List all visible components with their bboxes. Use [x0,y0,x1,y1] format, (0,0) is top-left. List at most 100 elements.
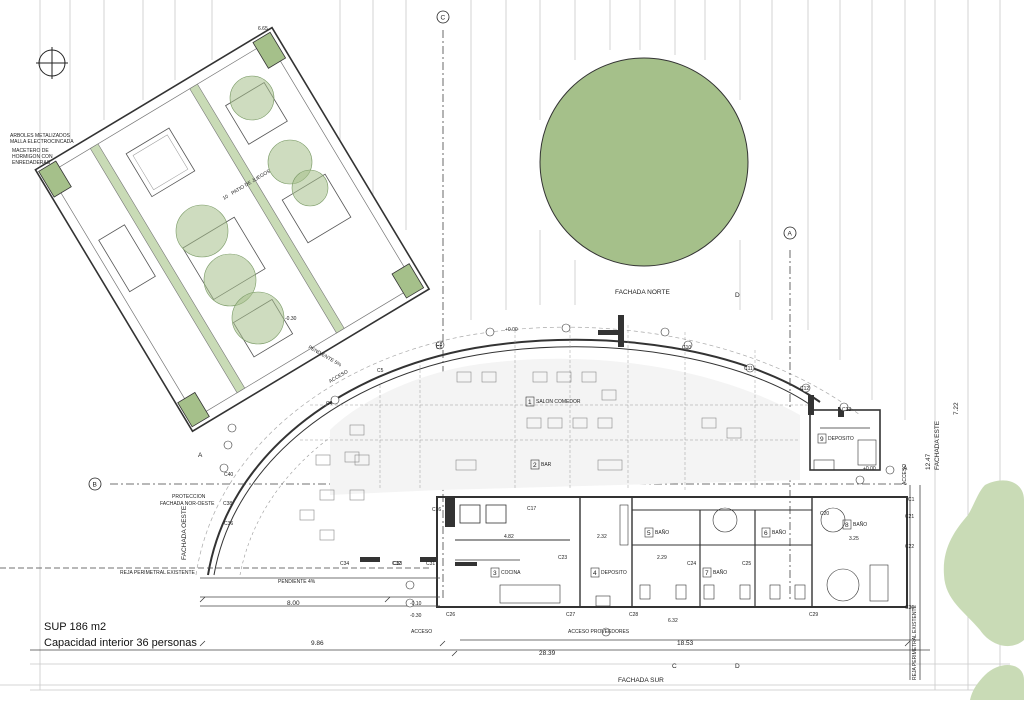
service-block [436,496,908,608]
access-lower-label: ACCESO [411,629,432,635]
facade-south-label: FACHADA SUR [618,677,664,684]
svg-text:BAÑO: BAÑO [655,529,669,536]
svg-text:3: 3 [493,570,497,577]
svg-text:C36: C36 [224,521,233,527]
svg-text:8: 8 [845,522,849,529]
svg-text:A: A [788,231,793,238]
svg-text:C5: C5 [377,368,384,374]
tree-canopy-east [943,480,1024,647]
svg-text:DEPOSITO: DEPOSITO [828,436,854,442]
planter-note-line1: MACETERO DE [12,148,49,154]
perimeter-fence-label: REJA PERIMETRAL EXISTENTE [120,570,195,576]
svg-text:4: 4 [593,570,597,577]
section-marker-a-right: A [903,465,908,472]
column-markers [219,323,895,637]
svg-text:18.53: 18.53 [677,640,694,647]
area-label: SUP 186 m2 [44,621,107,633]
svg-text:C26: C26 [446,612,455,618]
svg-text:BAÑO: BAÑO [713,569,727,576]
tree-canopy-southeast [970,664,1024,700]
planter-note-line2: HORMIGON CON [12,154,53,160]
svg-text:9: 9 [820,436,824,443]
svg-text:C28: C28 [629,612,638,618]
facade-northwest-line1: PROTECCION [172,494,206,500]
svg-text:C25: C25 [742,561,751,567]
svg-text:+0.00: +0.00 [863,466,876,472]
plaza-room-number: 10 [222,194,230,202]
facade-west-label: FACHADA OESTE [181,505,188,560]
svg-text:8.00: 8.00 [287,600,300,607]
access-right-label: ACCESO [902,464,908,485]
svg-text:BAÑO: BAÑO [853,521,867,528]
svg-text:-0.10: -0.10 [410,601,422,607]
plaza-trees [175,75,329,345]
section-marker-a: A [783,226,797,240]
svg-text:-0.30: -0.30 [285,316,297,322]
svg-text:C: C [441,15,446,22]
svg-text:7.22: 7.22 [953,402,960,415]
svg-text:+0.00: +0.00 [505,327,518,333]
svg-text:C24: C24 [687,561,696,567]
svg-text:C6: C6 [436,345,443,351]
slope-walk-label: PENDIENTE 4% [278,579,316,585]
green-lawn-circle [539,57,749,267]
dimension-ticks [199,596,911,657]
section-marker-b: B [88,477,102,491]
svg-text:C40: C40 [224,472,233,478]
wall-fragments [360,315,844,566]
svg-text:SALON COMEDOR: SALON COMEDOR [536,399,581,405]
svg-text:4.82: 4.82 [504,534,514,540]
svg-text:C17: C17 [527,506,536,512]
svg-text:C27: C27 [566,612,575,618]
svg-text:C16: C16 [432,507,441,513]
svg-text:6.65: 6.65 [258,26,268,32]
svg-text:2: 2 [533,462,537,469]
svg-text:28.39: 28.39 [539,650,556,657]
svg-text:C13: C13 [842,407,851,413]
rotated-plaza: 10 PATIO DE JUEGOS [34,26,431,433]
svg-text:C11: C11 [744,366,753,372]
svg-text:COCINA: COCINA [501,570,521,576]
svg-text:7: 7 [705,570,709,577]
trees-note-line1: ARBOLES METALIZADOS [10,133,71,139]
svg-text:BAR: BAR [541,462,552,468]
svg-text:9.86: 9.86 [311,640,324,647]
section-marker-a-left: A [198,452,203,459]
trees-note-line2: MALLA ELECTROCINCADA [10,139,74,145]
svg-text:C34: C34 [340,561,349,567]
svg-text:C12: C12 [800,386,809,392]
section-marker-d-top: D [735,292,740,299]
svg-text:C1: C1 [908,497,915,503]
svg-text:2.32: 2.32 [597,534,607,540]
building-interior-slab [330,358,800,495]
svg-text:C30: C30 [905,605,914,611]
svg-text:C8: C8 [436,342,443,348]
level-markers: +0.00 -0.30 -0.10 -0.30 +0.00 [285,316,876,619]
svg-text:3.25: 3.25 [849,536,859,542]
north-arrow-icon [36,47,68,79]
facade-east-label: FACHADA ESTE [934,420,941,470]
svg-text:C22: C22 [905,544,914,550]
section-marker-c-bottom: C [672,663,677,670]
svg-text:6: 6 [764,530,768,537]
plaza-notes: ARBOLES METALIZADOS MALLA ELECTROCINCADA… [10,133,74,166]
svg-text:C10: C10 [682,345,691,351]
svg-text:B: B [93,482,97,489]
access-suppliers-label: ACCESO PROVEEDORES [568,629,630,635]
svg-text:C4: C4 [326,401,333,407]
svg-text:-0.30: -0.30 [410,613,422,619]
section-marker-c: C [436,10,450,24]
svg-text:C20: C20 [820,511,829,517]
svg-text:1: 1 [528,399,532,406]
svg-text:DEPOSITO: DEPOSITO [601,570,627,576]
capacity-label: Capacidad interior 36 personas [44,637,197,649]
svg-text:2.29: 2.29 [657,555,667,561]
walkway-band [0,485,930,680]
column-labels: C1 C4 C5 C6 C8 C10 C11 C12 C13 C16 C17 C… [223,342,915,618]
svg-text:C38: C38 [223,501,232,507]
facade-north-label: FACHADA NORTE [615,289,670,296]
svg-text:C21: C21 [905,514,914,520]
dimension-labels: 9.86 28.39 18.53 8.00 4.82 2.32 3.25 6.3… [258,26,960,657]
svg-text:C29: C29 [809,612,818,618]
